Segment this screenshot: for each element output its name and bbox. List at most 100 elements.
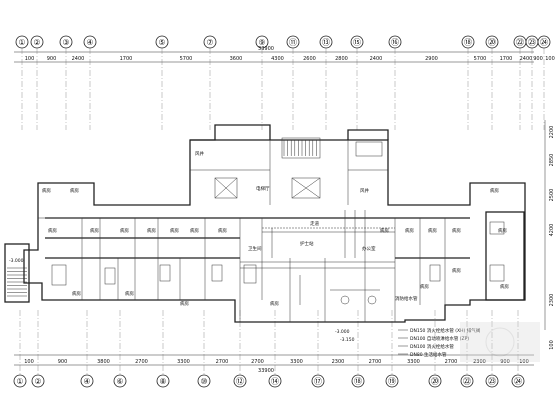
- room-label: 病房: [490, 187, 499, 194]
- axis-label: ⑱: [354, 377, 362, 386]
- dimension-value: 4200: [549, 224, 555, 237]
- dimension-value: 2600: [303, 56, 316, 62]
- core-stair-treads: [283, 140, 317, 156]
- room-label: 病房: [72, 290, 81, 297]
- axis-bubble-top: ⑬: [319, 35, 333, 49]
- legend-line: DN100 消火栓给水管: [410, 343, 454, 350]
- interior-partitions: [7, 137, 505, 322]
- dimension-value: 2800: [335, 56, 348, 62]
- dimension-value: 100: [24, 359, 34, 365]
- axis-bubble-top: ④: [83, 35, 97, 49]
- axis-bubble-top: ⑤: [155, 35, 169, 49]
- dimension-value: 1700: [500, 56, 513, 62]
- room-label: 病房: [452, 227, 461, 234]
- axis-label: ⑳: [488, 38, 496, 47]
- axis-bubble-top: ⑳: [485, 35, 499, 49]
- axis-label: ㉔: [540, 38, 548, 47]
- axis-bubble-bottom: ⑧: [156, 374, 170, 388]
- annotations: -3.000 -3.000 -3.150 消防给水管 DN150 消火栓给水管 …: [9, 258, 481, 358]
- level-mark-b: -3.150: [340, 337, 355, 343]
- dimension-value: 100: [545, 56, 555, 62]
- axis-label: ⑱: [464, 38, 472, 47]
- room-label: 病房: [90, 227, 99, 234]
- axis-label: ②: [34, 377, 41, 386]
- dimension-value: 900: [58, 359, 68, 365]
- room-label: 病房: [218, 227, 227, 234]
- axis-label: ⑥: [116, 377, 123, 386]
- dimension-value: 2700: [135, 359, 148, 365]
- legend-line: DN80 生活给水管: [410, 351, 447, 358]
- dimension-value: 3800: [97, 359, 110, 365]
- axis-label: ⑪: [289, 38, 297, 47]
- dimension-value: 4300: [271, 56, 284, 62]
- axis-label: ⑫: [236, 377, 244, 386]
- dimension-value: 2700: [216, 359, 229, 365]
- room-labels: 病房 病房 病房 病房 病房 病房 病房 病房 病房 病房 病房 病房 病房 病…: [42, 150, 509, 307]
- room-label: 病房: [147, 227, 156, 234]
- room-label: 病房: [180, 300, 189, 307]
- axis-label: ①: [16, 377, 23, 386]
- room-label: 病房: [428, 227, 437, 234]
- axis-bubble-top: ⑮: [350, 35, 364, 49]
- axis-bubble-top: ⑦: [203, 35, 217, 49]
- axis-bubble-bottom: ⑲: [385, 374, 399, 388]
- dimension-value: 2700: [445, 359, 458, 365]
- axis-label: ㉓: [488, 377, 496, 386]
- room-label: 病房: [190, 227, 199, 234]
- legend-line: DN100 自动喷淋给水管 (ZP): [410, 335, 469, 342]
- dimension-value: 3300: [177, 359, 190, 365]
- axis-bubble-bottom: ⑩: [197, 374, 211, 388]
- axis-label: ⑩: [200, 377, 207, 386]
- dimension-value: 2400: [370, 56, 383, 62]
- axis-bubble-bottom: ㉒: [460, 374, 474, 388]
- axis-label: ㉒: [463, 377, 471, 386]
- room-label: 病房: [500, 283, 509, 290]
- room-label: 病房: [120, 227, 129, 234]
- legend-line: DN150 消火栓给水管 (XH) 排气阀: [410, 327, 481, 334]
- room-label: 病房: [70, 187, 79, 194]
- bottom-dimension-chain: 33900 100 900 3800 2700 3300 2700 2700 3300 2300…: [14, 354, 534, 374]
- dimension-value: 100: [519, 359, 529, 365]
- axis-label: ①: [18, 38, 25, 47]
- axis-bubble-top: ⑯: [388, 35, 402, 49]
- dimension-value: 5700: [474, 56, 487, 62]
- dimension-value: 900: [533, 56, 543, 62]
- axis-grid-lines: [19, 48, 545, 375]
- bottom-total-dimension: 33900: [258, 368, 274, 374]
- axis-label: ⑨: [258, 38, 265, 47]
- axis-bubble-bottom: ㉔: [511, 374, 525, 388]
- room-label: 病房: [420, 283, 429, 290]
- axis-bubble-bottom: ④: [80, 374, 94, 388]
- dimension-value: 100: [549, 340, 555, 350]
- axis-label: ㉒: [516, 38, 524, 47]
- dimension-value: 2400: [72, 56, 85, 62]
- dimension-value: 2200: [549, 126, 555, 139]
- dimension-value: 2300: [473, 359, 486, 365]
- axis-label: ⑭: [271, 377, 279, 386]
- axis-label: ⑯: [391, 38, 399, 47]
- room-label: 电梯厅: [256, 185, 270, 192]
- axis-bubble-bottom: ①: [13, 374, 27, 388]
- axis-bubble-bottom: ⑥: [113, 374, 127, 388]
- axis-label: ④: [83, 377, 90, 386]
- axis-label: ②: [33, 38, 40, 47]
- axis-bubble-top: ①: [15, 35, 29, 49]
- axis-label: ④: [86, 38, 93, 47]
- room-label: 病房: [380, 227, 389, 234]
- room-label: 卫生间: [248, 245, 262, 252]
- axis-label: ③: [62, 38, 69, 47]
- dimension-value: 3300: [407, 359, 420, 365]
- axis-bubble-top: ⑪: [286, 35, 300, 49]
- axis-label: ⑧: [159, 377, 166, 386]
- axis-bubble-bottom: ⑭: [268, 374, 282, 388]
- axis-bubble-bottom: ②: [31, 374, 45, 388]
- axis-bubble-top: ㉓: [525, 35, 539, 49]
- axis-label: ㉓: [528, 38, 536, 47]
- axis-bubble-top: ㉒: [513, 35, 527, 49]
- dimension-value: 2500: [549, 189, 555, 202]
